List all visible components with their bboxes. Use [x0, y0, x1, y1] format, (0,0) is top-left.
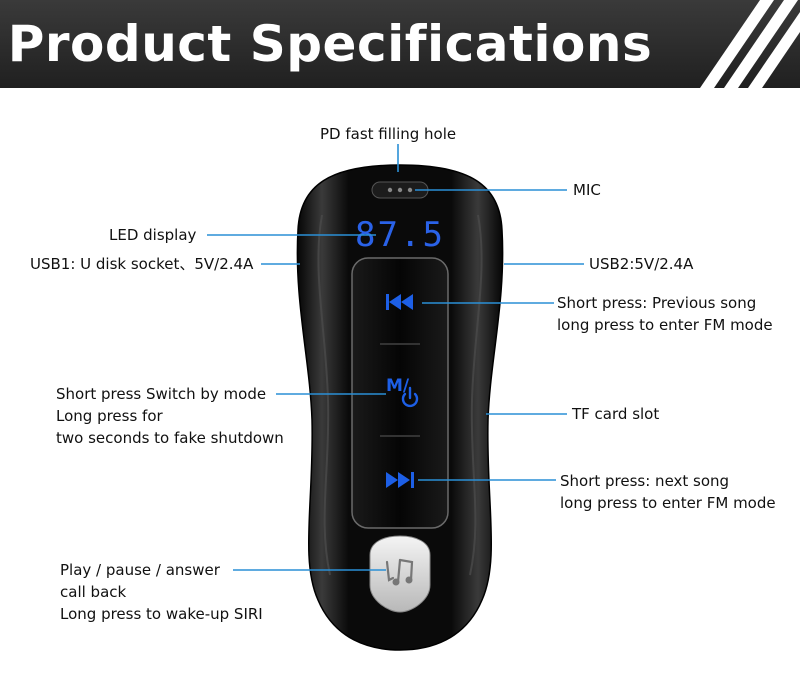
label-play-line1: Play / pause / answer	[60, 561, 220, 579]
phone-music-icon	[385, 558, 414, 586]
label-pd-port: PD fast filling hole	[320, 125, 457, 143]
header-banner: Product Specifications	[0, 0, 800, 88]
device-diagram: 87.5 M/	[207, 144, 584, 651]
stripes-decoration	[700, 0, 800, 88]
label-mic: MIC	[573, 181, 601, 199]
label-next-line2: long press to enter FM mode	[560, 494, 776, 512]
previous-icon	[386, 294, 413, 310]
next-icon	[386, 472, 414, 488]
mode-icon: M/	[386, 376, 410, 396]
next-button[interactable]	[386, 472, 414, 488]
label-play-line3: Long press to wake-up SIRI	[60, 605, 263, 623]
label-mode-line1: Short press Switch by mode	[56, 385, 267, 403]
label-mode: Short press Switch by mode Long press fo…	[56, 383, 284, 449]
previous-button[interactable]	[386, 294, 413, 310]
label-mode-line3: two seconds to fake shutdown	[56, 429, 284, 447]
label-previous-line2: long press to enter FM mode	[557, 316, 773, 334]
callout-lines	[207, 144, 584, 571]
page-title: Product Specifications	[7, 15, 653, 73]
play-pause-button[interactable]	[369, 535, 431, 613]
label-usb2: USB2:5V/2.4A	[589, 255, 694, 273]
button-panel	[351, 257, 449, 529]
power-icon	[401, 386, 419, 408]
label-play-line2: call back	[60, 583, 127, 601]
label-mode-line2: Long press for	[56, 407, 163, 425]
label-next-line1: Short press: next song	[560, 472, 730, 490]
label-usb1: USB1: U disk socket、5V/2.4A	[30, 255, 254, 273]
label-previous-line1: Short press: Previous song	[557, 294, 757, 312]
mode-power-button[interactable]: M/	[386, 376, 419, 408]
label-led-display: LED display	[109, 226, 197, 244]
label-previous: Short press: Previous song long press to…	[557, 292, 773, 336]
label-next: Short press: next song long press to ent…	[560, 470, 776, 514]
label-tf-slot: TF card slot	[572, 405, 660, 423]
label-play: Play / pause / answer call back Long pre…	[60, 559, 263, 625]
